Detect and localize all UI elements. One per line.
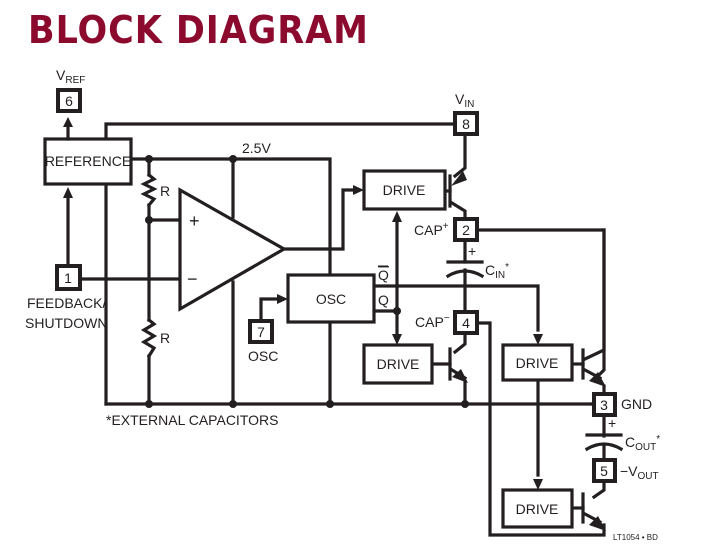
- junction-q: [393, 307, 401, 315]
- arrow-q-to-drive-mid: [392, 334, 402, 345]
- transistor-npn-mid-arrow: [452, 369, 468, 383]
- wire-vin-rail: [104, 122, 457, 141]
- transistor-npn-right-collector: [582, 228, 606, 362]
- arrow-to-drive-bottom: [533, 479, 543, 490]
- junction-ground-4: [461, 400, 469, 408]
- wires: [66, 122, 606, 537]
- pin-3: [592, 392, 617, 417]
- pin-3-number: 3: [600, 397, 608, 413]
- pin-3-name: GND: [621, 396, 652, 412]
- reference-label: REFERENCE: [45, 153, 131, 169]
- junction-ground-1: [145, 400, 153, 408]
- wire-pnp-pin2: [449, 200, 467, 221]
- junction-2v5: [229, 155, 237, 163]
- junction-ground-2: [229, 400, 237, 408]
- opamp-minus: −: [187, 269, 198, 289]
- cout-label: COUT*: [625, 434, 660, 453]
- resistor-upper: [140, 172, 158, 208]
- junction-ref-out: [145, 155, 153, 163]
- cout-plate-curved: [584, 442, 624, 452]
- osc-block: [286, 273, 376, 324]
- junction-ground-3: [326, 400, 334, 408]
- wire-pin4-npn: [452, 332, 467, 355]
- arrow-feedback-to-ref: [63, 187, 73, 198]
- cin-polarity: +: [468, 243, 476, 259]
- resistor-upper-label: R: [160, 183, 170, 199]
- pin-4-number: 4: [462, 315, 470, 331]
- drive-right-block: [501, 343, 574, 382]
- pin-5: [592, 458, 617, 483]
- cin-plate-curved: [445, 269, 485, 279]
- cin-label: CIN*: [485, 262, 509, 281]
- pin-2-name: CAP+: [414, 221, 449, 238]
- pin-8: [453, 111, 479, 136]
- pin-6-number: 6: [65, 93, 73, 109]
- junction-divider: [145, 216, 153, 224]
- q-bar-label: Q: [378, 267, 389, 283]
- arrow-ref-to-pin6: [63, 117, 73, 127]
- cout-polarity: +: [608, 415, 616, 431]
- pin-8-number: 8: [462, 116, 470, 132]
- arrow-pin7-to-osc: [277, 294, 288, 304]
- pin-1-number: 1: [64, 270, 72, 286]
- pin-5-name: −VOUT: [620, 463, 659, 482]
- drive-top-label: DRIVE: [383, 182, 426, 198]
- pin-6: [56, 88, 82, 113]
- footnote-external-capacitors: *EXTERNAL CAPACITORS: [106, 412, 278, 428]
- wire-2v5: [129, 157, 332, 276]
- drive-bottom-label: DRIVE: [516, 501, 559, 517]
- transistor-npn-right-arrow: [589, 372, 606, 387]
- diagram-title: BLOCK DIAGRAM: [28, 8, 369, 52]
- drive-right-label: DRIVE: [516, 355, 559, 371]
- resistor-lower: [140, 317, 158, 359]
- wire-opamp-out: [282, 188, 356, 251]
- wire-pin7-osc: [259, 297, 279, 322]
- reference-block: [43, 137, 133, 186]
- arrow-q-to-drive-top: [392, 211, 402, 222]
- wire-pin4-loop: [476, 321, 606, 537]
- pin-2-number: 2: [462, 222, 470, 238]
- q-label: Q: [378, 292, 389, 308]
- arrow-qbar-to-drive-right: [533, 334, 543, 345]
- pin-4: [453, 310, 479, 335]
- opamp-triangle: [178, 187, 288, 312]
- wire-qbar: [373, 284, 540, 332]
- pin-5-number: 5: [600, 463, 608, 479]
- transistor-pnp-top-arrow: [451, 171, 467, 186]
- figure-id: LT1054 • BD: [613, 533, 658, 542]
- pin-7-number: 7: [257, 324, 265, 340]
- pin-1: [55, 264, 82, 291]
- drive-mid-block: [362, 343, 434, 385]
- pin-4-name: CAP−: [415, 313, 450, 330]
- node-voltage-label: 2.5V: [242, 140, 271, 156]
- pin-1-name-2: SHUTDOWN: [25, 315, 107, 331]
- arrow-to-drive-top: [353, 185, 364, 195]
- pin-7: [248, 319, 274, 344]
- pin-2: [453, 217, 479, 242]
- opamp-plus: +: [189, 211, 200, 231]
- drive-mid-label: DRIVE: [377, 356, 420, 372]
- wire-pin5-npn: [591, 479, 606, 500]
- pin-7-name: OSC: [248, 348, 278, 364]
- transistor-npn-bottom-arrow: [589, 516, 606, 531]
- pin-1-name: FEEDBACK/: [27, 295, 106, 311]
- pin-6-name: VREF: [56, 67, 85, 86]
- pin-8-name: VIN: [455, 91, 474, 110]
- resistor-lower-label: R: [160, 330, 170, 346]
- osc-label: OSC: [316, 291, 346, 307]
- wire-pin8-pnp: [452, 133, 467, 179]
- drive-bottom-block: [501, 488, 574, 529]
